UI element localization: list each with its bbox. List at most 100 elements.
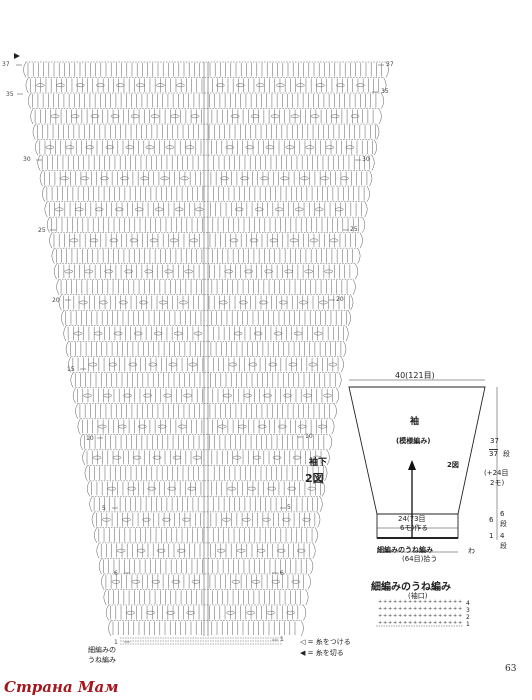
chain-loop [103, 393, 112, 398]
edge-arc-left [103, 589, 107, 606]
schematic-rib-height: 6 [489, 516, 494, 524]
rib-stitch-mark: + [413, 606, 417, 612]
edge-arc-right [333, 403, 337, 419]
chain-loop [50, 114, 60, 119]
edge-arc-right [310, 558, 314, 575]
chain-loop [139, 300, 148, 305]
chain-loop [109, 238, 119, 243]
edge-arc-right [340, 356, 344, 373]
chain-loop [84, 269, 93, 274]
edge-arc-left [89, 496, 93, 513]
rib-stitch-mark: + [453, 620, 457, 626]
row-label-left-25: 25 [38, 227, 46, 234]
chain-loop [176, 548, 186, 553]
edge-arc-left [49, 232, 53, 249]
rib-label-line2: うね編み [88, 656, 116, 664]
edge-arc-left [51, 248, 55, 264]
chain-loop [146, 610, 155, 615]
schematic-pattern: (模様編み) [396, 437, 431, 445]
chain-loop [130, 114, 140, 119]
chain-loop [168, 362, 178, 367]
chain-loop [89, 238, 99, 243]
chain-loop [175, 207, 184, 212]
chain-loop [324, 269, 333, 274]
chain-loop [150, 114, 160, 119]
chain-loop [144, 269, 153, 274]
chain-loop [229, 238, 239, 243]
row-label-right-1: 1 [280, 636, 284, 643]
chain-loop [299, 300, 308, 305]
knit-direction-arrowhead [408, 460, 416, 470]
chain-loop [263, 393, 272, 398]
rib-stitch-mark: + [418, 599, 422, 605]
rib-stitch-mark: + [388, 606, 392, 612]
chain-loop [307, 486, 316, 491]
chain-loop [36, 83, 45, 88]
rib-stitch-mark: + [383, 613, 387, 619]
edge-arc-left [94, 527, 98, 544]
chain-loop [298, 424, 307, 429]
rib-stitch-mark: + [458, 606, 462, 612]
chain-loop [147, 486, 156, 491]
rib-stitch-mark: + [393, 599, 397, 605]
chain-loop [248, 362, 258, 367]
chain-loop [45, 145, 55, 150]
chain-loop [240, 176, 249, 181]
chain-loop [160, 176, 169, 181]
chain-loop [119, 300, 128, 305]
rib-stitch-mark: + [398, 613, 402, 619]
edge-arc-right [366, 185, 370, 202]
chain-loop [111, 579, 121, 584]
chain-loop [264, 269, 273, 274]
edge-arc-left [58, 294, 62, 311]
chain-loop [279, 300, 288, 305]
row-label-left-15: 15 [67, 366, 75, 373]
chain-loop [251, 579, 261, 584]
rib-stitch-mark: + [453, 606, 457, 612]
chain-loop [232, 455, 242, 460]
edge-arc-right [319, 496, 323, 513]
chain-loop [278, 424, 287, 429]
rib-row-3: 3 [466, 607, 470, 614]
rib-stitch-mark: + [388, 620, 392, 626]
chain-loop [164, 269, 173, 274]
rib-stitch-mark: + [383, 620, 387, 626]
chain-loop [123, 393, 132, 398]
row-label-left-1: 1 [114, 639, 118, 646]
chain-loop [156, 83, 165, 88]
row-label-left-37: 37 [2, 61, 10, 68]
chain-loop [225, 145, 235, 150]
chain-loop [115, 207, 124, 212]
edge-arc-right [322, 480, 325, 497]
chain-loop [56, 83, 65, 88]
rib-stitch-mark: + [423, 606, 427, 612]
chain-loop [182, 517, 191, 522]
rib-stitch-mark: + [413, 599, 417, 605]
chain-loop [184, 269, 193, 274]
edge-arc-left [101, 573, 105, 590]
schematic-side-four: 4 [500, 532, 505, 540]
chain-loop [243, 393, 252, 398]
chain-loop [272, 455, 282, 460]
rib-stitch-mark: + [438, 620, 442, 626]
rib-stitch-mark: + [413, 613, 417, 619]
schematic-increase-unit: 2モ) [490, 479, 505, 487]
rib-stitch-mark: + [398, 606, 402, 612]
chain-loop [265, 145, 275, 150]
rib-stitch-mark: + [378, 613, 382, 619]
chain-loop [224, 269, 233, 274]
chain-loop [102, 517, 111, 522]
chain-loop [267, 486, 276, 491]
chain-loop [249, 238, 259, 243]
legend-cut-yarn: ◀ = 糸を切る [300, 649, 344, 657]
chain-loop [193, 331, 203, 336]
rib-stitch-mark: + [423, 599, 427, 605]
rib-stitch-mark: + [398, 620, 402, 626]
chain-loop [153, 331, 163, 336]
chain-loop [300, 176, 309, 181]
rib-stitch-mark: + [443, 599, 447, 605]
chain-loop [286, 610, 295, 615]
chain-loop [319, 300, 328, 305]
chain-loop [308, 362, 318, 367]
edge-arc-left [42, 185, 46, 202]
